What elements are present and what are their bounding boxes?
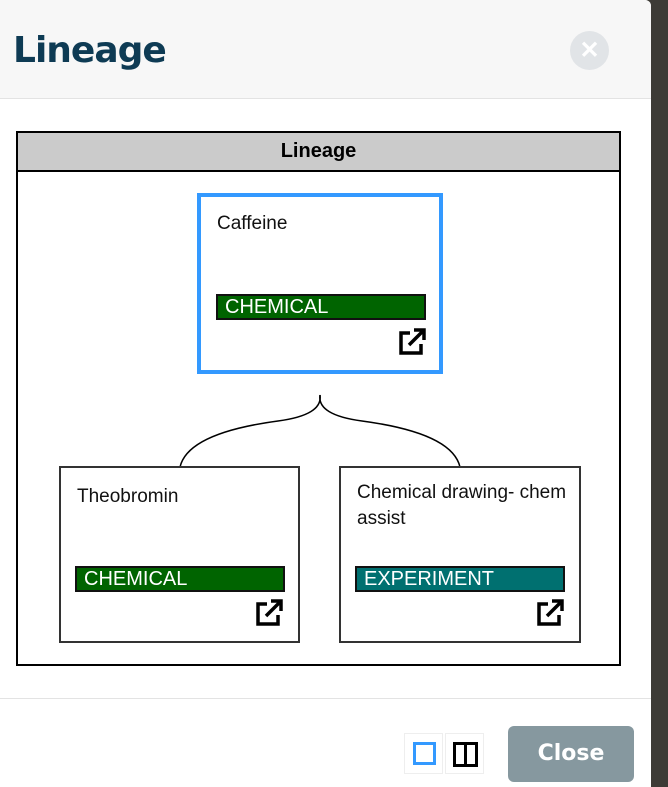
external-link-icon[interactable] [254, 598, 284, 628]
single-pane-icon [413, 742, 436, 765]
node-name: Caffeine [217, 213, 288, 234]
lineage-modal: Lineage ✕ Lineage Caffeine CHEMICAL Theo… [0, 0, 651, 787]
node-type-badge: CHEMICAL [216, 294, 426, 320]
close-icon[interactable]: ✕ [570, 31, 609, 70]
lineage-node-caffeine[interactable]: Caffeine CHEMICAL [197, 193, 443, 374]
split-view-button[interactable] [445, 733, 484, 774]
node-type-badge: EXPERIMENT [355, 566, 565, 592]
modal-header: Lineage ✕ [0, 0, 651, 99]
single-view-button[interactable] [404, 733, 443, 774]
panel-header: Lineage [18, 133, 619, 172]
lineage-node-chemical-drawing[interactable]: Chemical drawing- chemassist EXPERIMENT [339, 466, 581, 643]
node-name: Chemical drawing- chemassist [357, 482, 567, 529]
split-pane-icon [453, 742, 478, 767]
external-link-icon[interactable] [397, 327, 427, 357]
modal-title: Lineage [13, 30, 167, 71]
node-type-badge: CHEMICAL [75, 566, 285, 592]
lineage-connector [179, 394, 461, 468]
lineage-panel: Lineage Caffeine CHEMICAL Theobromin CHE… [16, 131, 621, 666]
modal-footer: Close [0, 698, 651, 787]
external-link-icon[interactable] [535, 598, 565, 628]
close-button[interactable]: Close [508, 726, 634, 782]
node-name: Theobromin [77, 486, 179, 507]
lineage-node-theobromin[interactable]: Theobromin CHEMICAL [59, 466, 300, 643]
